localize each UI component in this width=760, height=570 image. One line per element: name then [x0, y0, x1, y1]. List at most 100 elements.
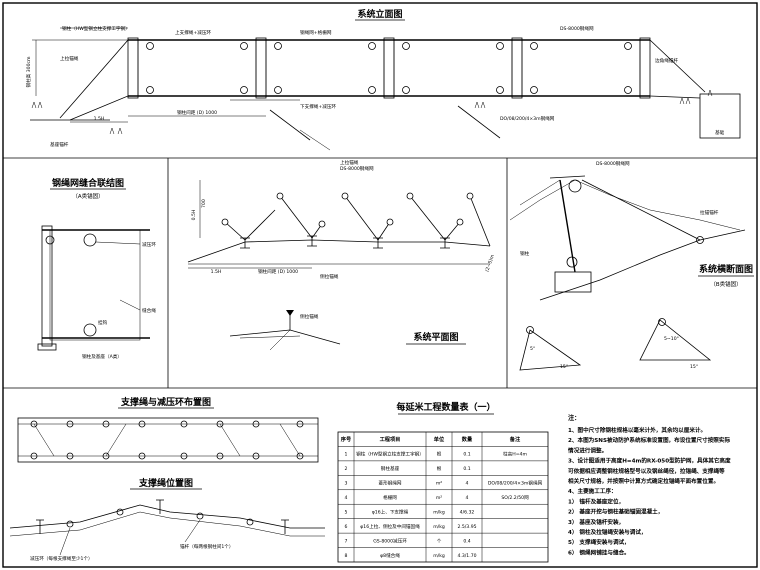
table-cell: m/kg: [433, 509, 445, 515]
note-line: 1） 锚杆及基座定位，: [568, 497, 624, 505]
note-line: 情况进行调整。: [567, 446, 607, 454]
note-line: 4、主要施工工序：: [568, 487, 617, 495]
table-cell: 钢柱（HW型钢立柱支撑工字钢）: [356, 451, 424, 458]
post-group: [127, 37, 651, 99]
notes-block: 注： 1、图中尺寸除钢柱规格以毫米计外，其余均以厘米计。 2、本图为SNS被动防护…: [567, 414, 731, 556]
detail-hook-label: 挂钩: [98, 319, 108, 326]
table-cell: 4: [345, 495, 348, 501]
plan-dim-15h: 1.5H: [211, 269, 222, 275]
plan-side-rope: 侧拉锚绳: [320, 273, 339, 280]
callout-spec: DO/08/200/4×3m钢绳网: [500, 115, 555, 122]
support-ring-note: 减压环（每根支撑绳至少1个）: [30, 555, 93, 562]
mesh-panel-1: [137, 39, 257, 97]
elevation-dim-15h: 1.5H: [94, 116, 105, 122]
elevation-view: 系统立面图: [25, 8, 741, 151]
table-header-cell: 单位: [434, 435, 445, 443]
note-line: 相关尺寸规格，并按照中计算方式确定拉锚绳平面布置位置。: [568, 477, 719, 485]
table-cell: 0.4: [463, 538, 470, 544]
elevation-spacing-label: 钢柱间距 (D) 1000: [177, 109, 217, 116]
table-header-cell: 备注: [509, 435, 521, 443]
support-position-view: 支撑绳位置图 减压环（每根支撑绳至少1个） 锚杆（每两根钢柱间1个）: [9, 477, 325, 562]
support-anchor-note: 锚杆（每两根钢柱间1个）: [180, 543, 233, 550]
section-ds-label: DS-8000钢绳网: [596, 160, 630, 167]
mesh-panel-2: [265, 39, 385, 97]
plan-title: 系统平面图: [413, 331, 458, 343]
table-cell: m/kg: [433, 553, 445, 559]
callout-foundation: 基础: [715, 129, 725, 136]
table-cell: 7: [345, 538, 348, 544]
note-line: 1、图中尺寸除钢柱规格以毫米计外，其余均以厘米计。: [568, 426, 706, 434]
table-header-cell: 工程项目: [380, 435, 401, 443]
section-angle1: 5°: [530, 346, 535, 352]
callout-mesh: 钢绳网+格栅网: [300, 29, 332, 36]
table-cell: m²: [436, 496, 442, 501]
plan-right-dim: (2~5)m: [484, 253, 496, 272]
rope-detail-subtitle: （A类锚固）: [72, 192, 103, 200]
table-cell: φ16上、下支撑绳: [372, 508, 409, 515]
table-cell: m²: [436, 482, 442, 487]
section-view: DS-8000钢绳网 拉锚锚杆 钢柱 系统横断面图 （B类锚固） 5° 15° …: [509, 160, 754, 371]
callout-ds: DS-8000钢绳网: [560, 25, 594, 32]
table-cell: 个: [437, 538, 442, 544]
table-cell: 0.1: [463, 466, 470, 472]
table-title: 每延米工程数量表（一）: [396, 401, 495, 413]
table-cell: 3: [345, 481, 348, 487]
note-line: 3、设计图适用于高度H=4m的RX-050型防护网，具体其它高度: [568, 457, 731, 465]
table-cell: φ16上拉、侧拉及中间锚固绳: [360, 523, 420, 530]
callout-base-anchor: 基座锚杆: [50, 141, 69, 148]
notes-title: 注：: [568, 414, 580, 422]
support-pos-title: 支撑绳位置图: [138, 477, 193, 489]
detail-rope-label: 缝合绳: [142, 307, 156, 314]
table-cell: 4: [466, 481, 469, 487]
rope-detail-view: 钢绳网缝合联结图 （A类锚固） 减压环 缝合绳 挂钩 钢柱及基座（A类）: [37, 177, 156, 360]
quantity-table: 每延米工程数量表（一） 序号 工程项目 单位 数量 备注 1 钢柱（HW型钢立柱支撑工字钢）…: [337, 401, 549, 563]
table-cell: 根: [437, 451, 442, 458]
section-title: 系统横断面图: [699, 263, 753, 275]
table-cell: 菱形钢绳网: [379, 480, 402, 487]
note-line: 4） 钢柱及拉锚绳安装与调试，: [568, 528, 647, 536]
table-cell: 柱高H=4m: [503, 451, 527, 458]
detail-base-label: 钢柱及基座（A类）: [82, 353, 122, 360]
note-line: 5） 支撑绳安装与调试，: [568, 538, 630, 546]
mesh-panel-4: [521, 39, 641, 97]
plan-height-label: 0.5H: [191, 210, 197, 221]
note-line: 可依据相应调整钢柱规格型号以及钢丝绳径，拉锚绳、支撑绳等: [568, 467, 725, 475]
table-cell: 4.3/1.70: [457, 553, 476, 559]
table-cell: φ8缝合绳: [380, 552, 400, 559]
table-cell: m/kg: [433, 524, 445, 530]
section-post-label: 钢柱: [520, 250, 530, 257]
note-line: 6） 钢绳网铺挂与缝合。: [568, 548, 630, 556]
note-line: 3） 基座及锚杆安装，: [568, 518, 624, 526]
table-cell: 4/6.32: [460, 509, 475, 515]
table-cell: 根: [437, 465, 442, 472]
rope-detail-title: 钢绳网缝合联结图: [52, 177, 124, 189]
elevation-height-label: 钢柱高 300cm: [25, 56, 32, 88]
plan-height2-label: 700: [201, 199, 207, 208]
section-anchor-label: 拉锚锚杆: [700, 209, 719, 216]
table-cell: 1: [345, 452, 348, 458]
plan-spacing: 钢柱间距 (D) 1000: [258, 268, 298, 275]
table-cell: 2.5/3.95: [457, 524, 476, 530]
callout-post: 钢柱（HW型钢立柱支撑工字钢）: [62, 25, 130, 32]
table-cell: 6: [345, 524, 348, 530]
plan-view: 0.5H 700 DS-8000钢绳网 上拉锚绳 1.5H 钢柱间距 (D) 1…: [187, 159, 496, 351]
callout-upper-rope: 上拉锚绳: [60, 55, 79, 62]
foundation-block: [699, 93, 741, 139]
note-line: 2、本图为SNS被动防护系统标准设置图，布设位置尺寸按照实际: [568, 436, 730, 444]
table-cell: 4: [466, 495, 469, 501]
callout-lower-support: 下支撑绳+减压环: [300, 103, 336, 110]
mesh-panel-3: [393, 39, 513, 97]
table-header-cell: 序号: [341, 435, 351, 443]
elevation-title: 系统立面图: [357, 8, 402, 20]
table-header-cell: 数量: [462, 435, 473, 443]
table-cell: 5: [345, 509, 348, 515]
section-subtitle: （B类锚固）: [710, 280, 741, 288]
table-cell: 2: [345, 466, 348, 472]
section-angle3: 5~10°: [664, 336, 679, 342]
plan-angle-rope: 侧拉锚绳: [300, 313, 319, 320]
callout-edge-anchor: 边角绳锚杆: [655, 57, 678, 64]
note-line: 2） 基座开挖与钢柱基础锚固混凝土，: [568, 508, 663, 516]
section-angle4: 15°: [690, 364, 698, 370]
